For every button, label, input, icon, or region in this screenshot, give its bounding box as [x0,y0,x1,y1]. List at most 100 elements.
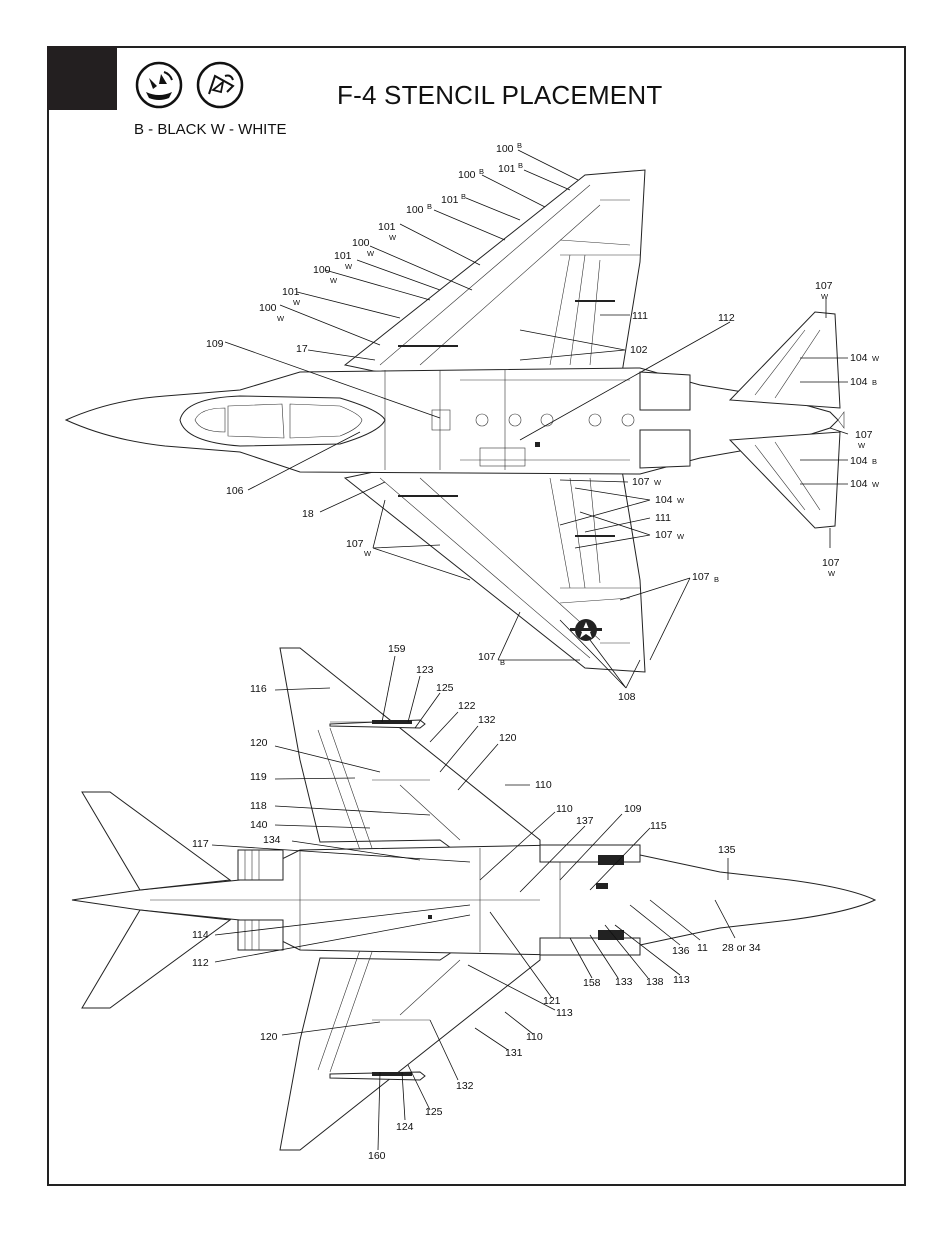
svg-text:W: W [858,441,866,450]
callout-104-w: 104 [850,352,868,364]
decal-slide-icon [195,60,245,110]
callout-107-w: 107 [815,280,833,292]
svg-text:B: B [461,192,466,201]
callout-131: 131 [505,1047,523,1059]
top-leader-lines [224,149,849,689]
svg-text:W: W [828,569,836,578]
callout-28-or-34: 28 or 34 [722,942,761,954]
callout-100-w: 100 [352,237,370,249]
callout-123: 123 [416,664,434,676]
callout-121: 121 [543,995,561,1007]
callout-107-w: 107 [655,529,673,541]
callout-113: 113 [556,1007,573,1019]
callout-110: 110 [526,1031,543,1043]
callout-120: 120 [499,732,517,744]
callout-100-w: 100 [259,302,277,314]
svg-text:W: W [330,276,338,285]
callout-107-w: 107 [822,557,840,569]
callout-107-w: 107 [632,476,650,488]
callout-101-w: 101 [334,250,352,262]
callout-102: 102 [630,344,648,356]
svg-text:B: B [517,141,522,150]
svg-text:W: W [293,298,301,307]
callout-100-b: 100 [458,169,476,181]
callout-125: 125 [436,682,454,694]
color-legend: B - BLACK W - WHITE [134,121,287,138]
callout-124: 124 [396,1121,414,1133]
callout-132: 132 [456,1080,474,1092]
callout-140: 140 [250,819,268,831]
callout-122: 122 [458,700,476,712]
callout-100-b: 100 [406,204,424,216]
svg-text:W: W [367,249,375,258]
callout-138: 138 [646,976,664,988]
corner-block [47,46,117,110]
callout-100-w: 100 [313,264,331,276]
aircraft-bottom-view [71,647,877,1151]
callout-116: 116 [250,683,267,695]
callout-109: 109 [206,338,224,350]
bottom-callouts: 159 123 116 125 122 132 120 120 119 110 … [192,643,761,1162]
callout-101-w: 101 [282,286,300,298]
callout-106: 106 [226,485,244,497]
svg-text:B: B [872,378,877,387]
callout-104-b: 104 [850,376,868,388]
callout-158: 158 [583,977,601,989]
callout-111: 111 [632,310,648,322]
callout-120: 120 [260,1031,278,1043]
callout-104-w: 104 [850,478,868,490]
svg-text:B: B [518,161,523,170]
callout-18: 18 [302,508,314,520]
svg-text:B: B [427,202,432,211]
callout-136: 136 [672,945,690,957]
svg-text:W: W [677,532,685,541]
svg-text:W: W [872,354,880,363]
callout-114: 114 [192,929,209,941]
callout-133: 133 [615,976,633,988]
svg-text:W: W [277,314,285,323]
callout-159: 159 [388,643,406,655]
callout-110: 110 [535,779,552,791]
svg-text:B: B [500,658,505,667]
callout-108: 108 [618,691,636,703]
decal-water-icon [134,60,184,110]
callout-112: 112 [192,957,209,969]
callout-112: 112 [718,312,735,324]
callout-101-b: 101 [441,194,459,206]
callout-107-w: 107 [855,429,873,441]
callout-101-w: 101 [378,221,396,233]
callout-160: 160 [368,1150,386,1162]
callout-118: 118 [250,800,267,812]
svg-text:B: B [714,575,719,584]
svg-text:W: W [654,478,662,487]
callout-11: 11 [697,942,708,954]
callout-107-b: 107 [478,651,496,663]
callout-117: 117 [192,838,209,850]
callout-134: 134 [263,834,281,846]
bottom-leader-lines [211,655,736,1151]
callout-125: 125 [425,1106,443,1118]
page-title: F-4 STENCIL PLACEMENT [337,80,663,110]
svg-text:W: W [345,262,353,271]
callout-132: 132 [478,714,496,726]
svg-text:B: B [479,167,484,176]
svg-text:W: W [872,480,880,489]
callout-115: 115 [650,820,667,832]
callout-137: 137 [576,815,594,827]
callout-135: 135 [718,844,736,856]
callout-110: 110 [556,803,573,815]
callout-107-b: 107 [692,571,710,583]
page-frame [47,46,906,1186]
svg-text:W: W [364,549,372,558]
callout-101-b: 101 [498,163,516,175]
callout-120: 120 [250,737,268,749]
callout-113: 113 [673,974,690,986]
callout-109: 109 [624,803,642,815]
callout-104-w: 104 [655,494,673,506]
callout-119: 119 [250,771,267,783]
aircraft-top-view [64,169,845,673]
svg-text:W: W [677,496,685,505]
callout-107-w: 107 [346,538,364,550]
